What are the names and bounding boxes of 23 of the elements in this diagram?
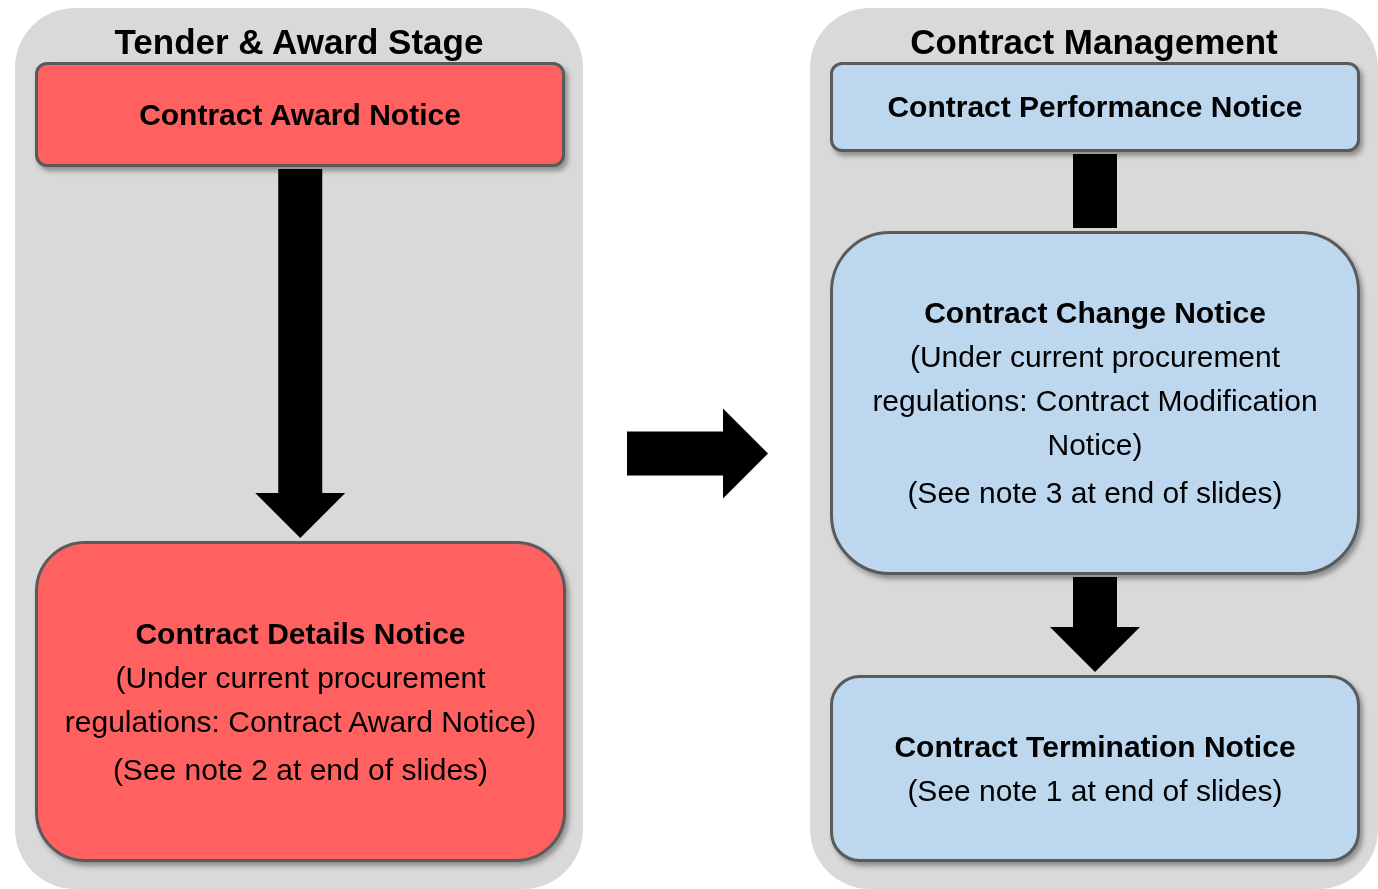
block-arrow — [1050, 577, 1140, 672]
connector-bar — [1073, 154, 1117, 228]
notice-title: Contract Termination Notice — [894, 728, 1296, 765]
panel-heading: Tender & Award Stage — [113, 22, 485, 62]
notice-title: Contract Award Notice — [139, 96, 461, 133]
notice-note: (Under current procurement regulations: Contract Award Notice) — [64, 659, 537, 740]
notice-box — [830, 231, 1360, 575]
notice-note: (See note 1 at end of slides) — [907, 772, 1283, 809]
stage-panel — [15, 8, 583, 889]
notice-note: (See note 2 at end of slides) — [112, 751, 489, 788]
notice-title: Contract Details Notice — [135, 615, 466, 652]
notice-box — [830, 675, 1360, 862]
block-arrow — [255, 169, 346, 538]
notice-title: Contract Performance Notice — [887, 89, 1303, 125]
notice-note: (See note 3 at end of slides) — [907, 475, 1283, 511]
block-arrow — [627, 408, 768, 499]
notice-title: Contract Change Notice — [924, 295, 1266, 331]
notice-box — [35, 62, 565, 167]
panel-heading: Contract Management — [909, 22, 1279, 62]
stage-panel — [810, 8, 1378, 889]
notice-box — [830, 62, 1360, 152]
notice-note: (Under current procurement regulations: Contract Modification Notice) — [871, 339, 1319, 463]
notice-box — [35, 541, 566, 862]
